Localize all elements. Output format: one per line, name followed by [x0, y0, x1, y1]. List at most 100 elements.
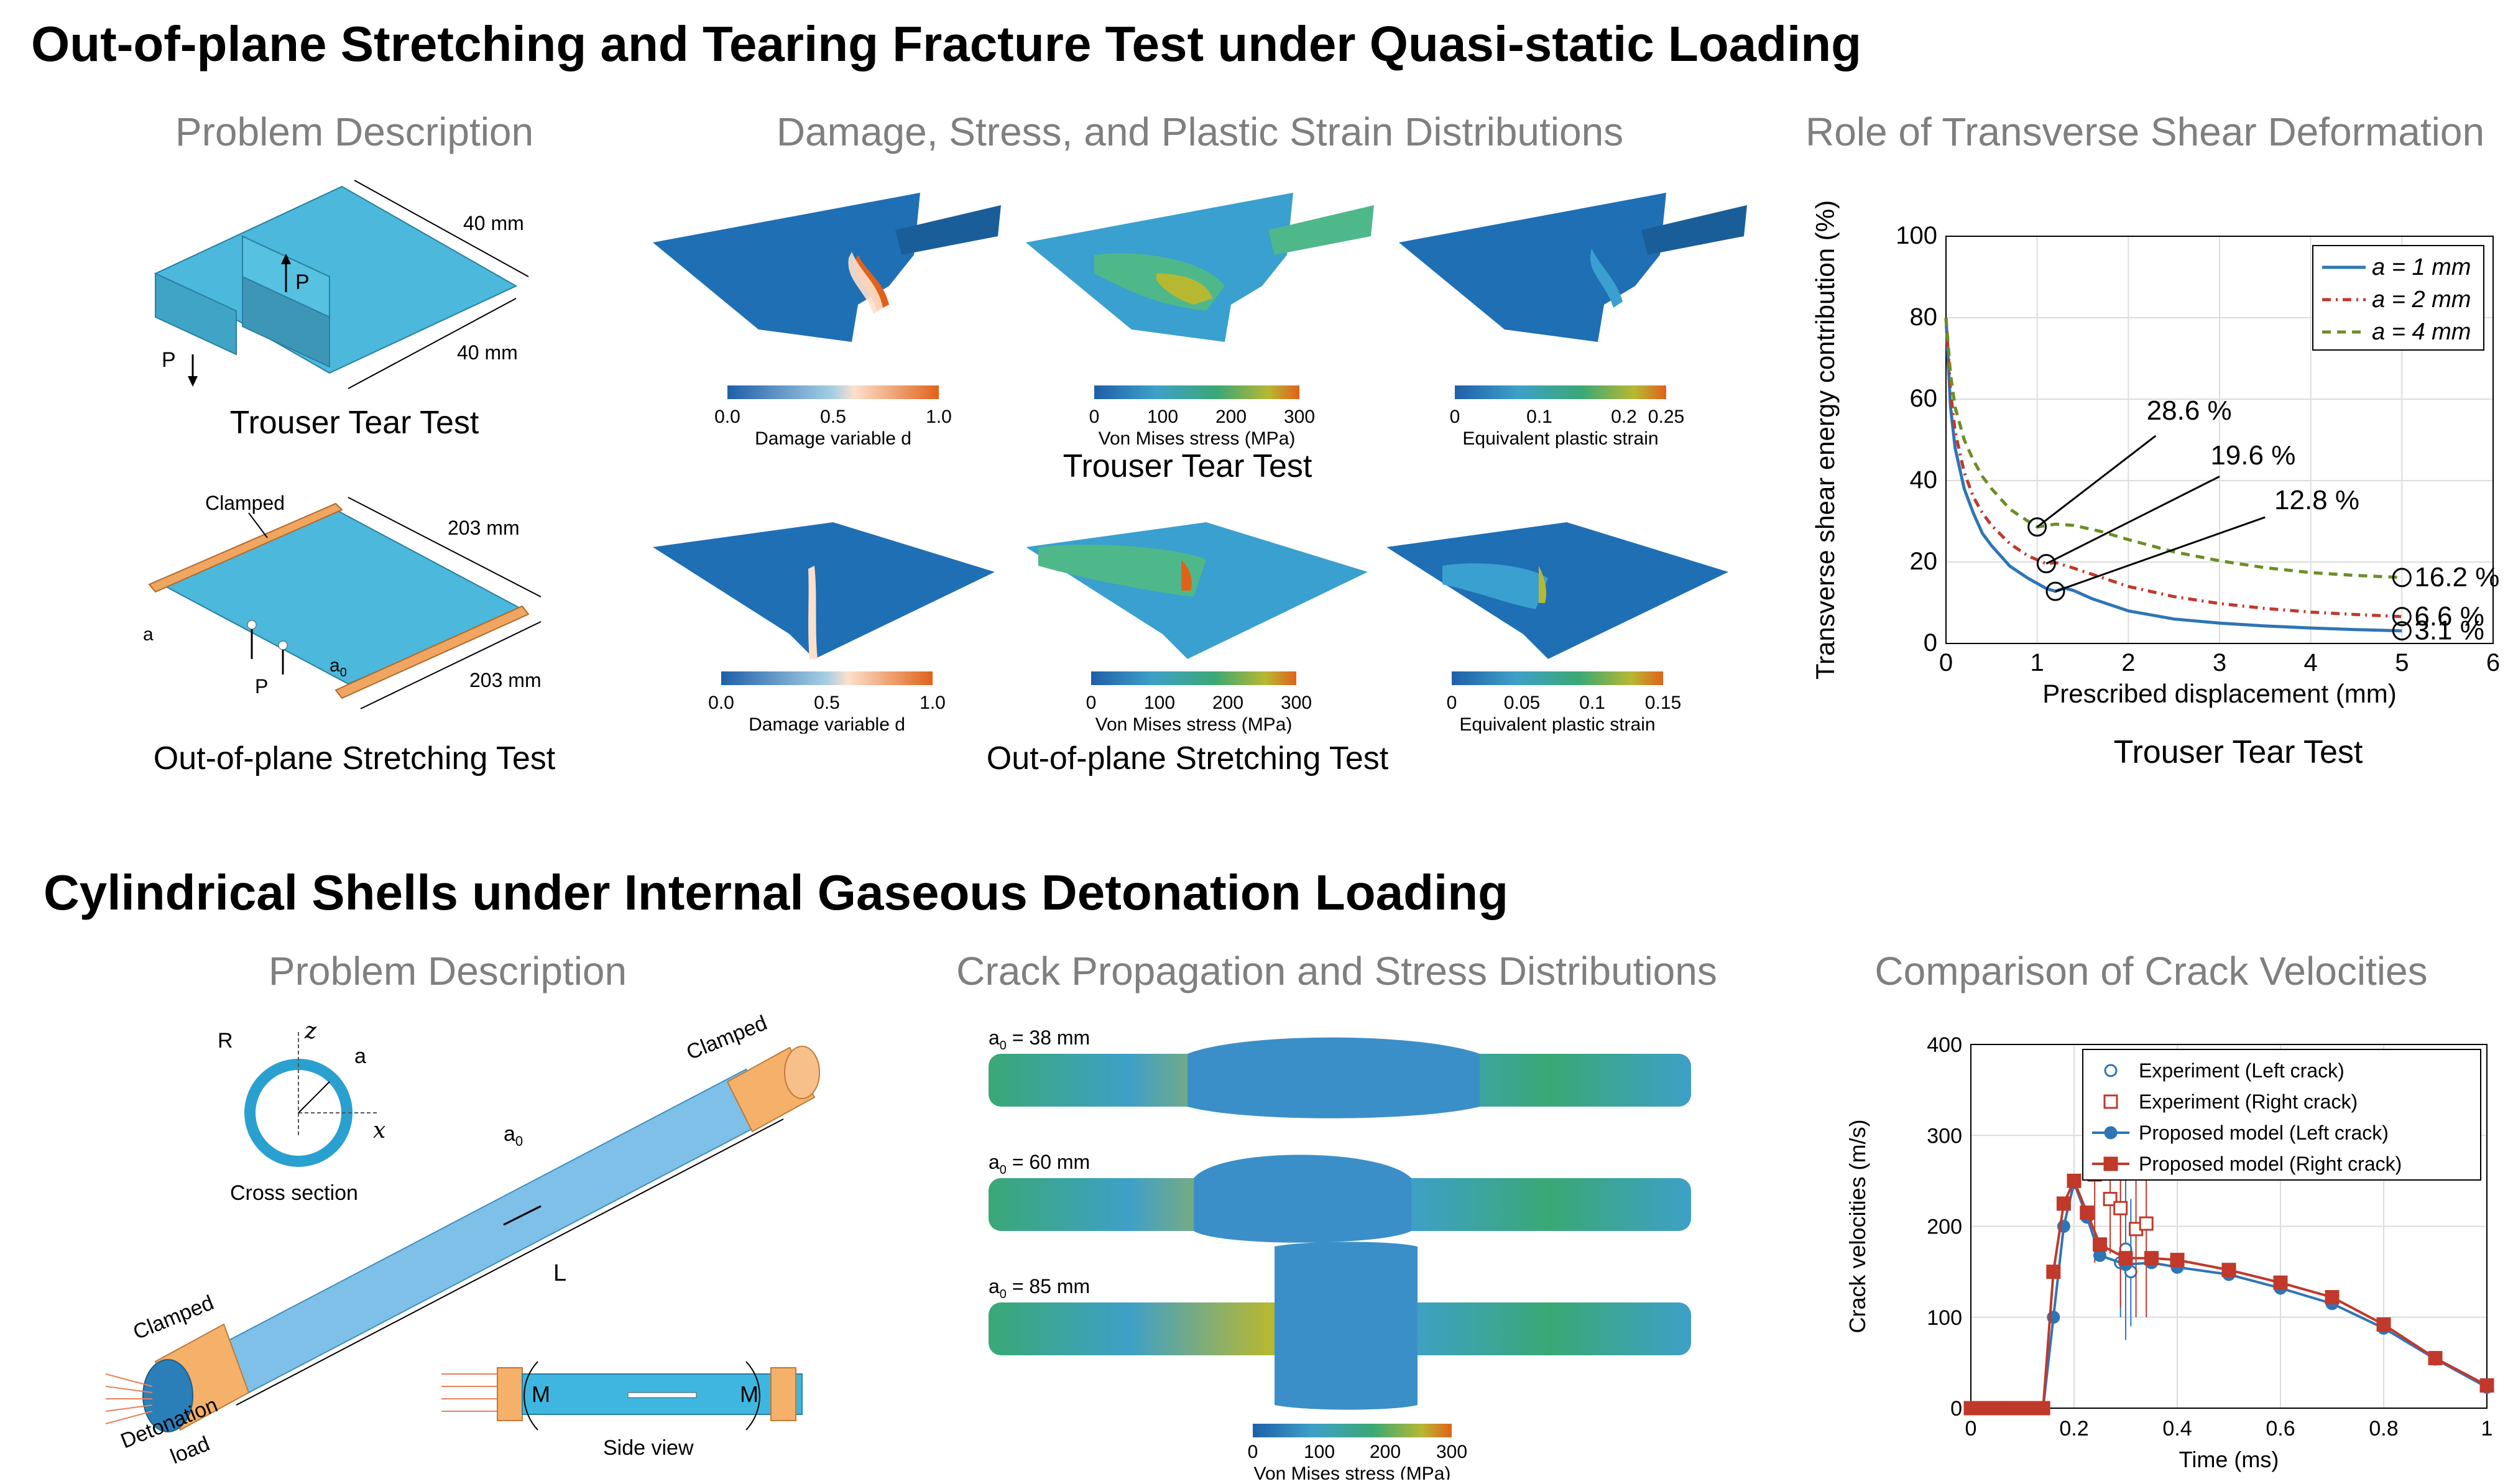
- trouser-strain-panel: [1399, 193, 1747, 342]
- trouser-damage-colorbar: 0.0 0.5 1.0 Damage variable d: [714, 385, 952, 449]
- legend-entry: a = 2 mm: [2372, 287, 2471, 313]
- cylinder-diagram: R z x a Cross section Clamped Clamped a0…: [105, 1013, 820, 1468]
- stretch-stress-panel: [1026, 522, 1368, 659]
- crack-colorbar: 0 100 200 300 Von Mises stress (MPa): [1248, 1424, 1467, 1480]
- legend: a = 1 mma = 2 mma = 4 mm: [2312, 245, 2484, 351]
- load-label-bottom: P: [162, 348, 176, 372]
- tick: 200: [1215, 407, 1247, 427]
- trouser-contour-panels: 0.0 0.5 1.0 Damage variable d 0 100 200 …: [653, 193, 1747, 449]
- crack-propagation-panels: a0 = 38 mm a0 = 60 mm a0 = 85 mm 0 100 2…: [989, 1026, 1691, 1480]
- data-point: [2325, 1290, 2340, 1305]
- role-caption: Trouser Tear Test: [2113, 734, 2363, 770]
- tick: 0: [1086, 693, 1097, 713]
- annotation-arrow: [2036, 435, 2157, 528]
- annotation-arrow: [2045, 476, 2220, 565]
- annotation-marker: [2392, 607, 2412, 627]
- trouser-damage-panel: [653, 193, 1001, 342]
- annotation-marker: [2027, 517, 2047, 537]
- tick: 0.5: [814, 693, 840, 713]
- stretch-damage-colorbar: 0.0 0.5 1.0 Damage variable d: [708, 671, 946, 734]
- legend-marker: [2103, 1094, 2118, 1109]
- colorbar-label: Equivalent plastic strain: [1462, 428, 1658, 449]
- stretch-stress-colorbar: 0 100 200 300 Von Mises stress (MPa): [1086, 671, 1312, 734]
- annotation-label: 3.1 %: [2414, 615, 2484, 646]
- x-tick-label: 0: [1939, 649, 1953, 676]
- tick: 0.1: [1526, 407, 1552, 427]
- trouser-strain-colorbar: 0 0.1 0.2 0.25 Equivalent plastic strain: [1450, 385, 1684, 449]
- trouser-dim-width: 40 mm: [463, 212, 524, 234]
- y-axis-label: Crack velocities (m/s): [1845, 1119, 1870, 1333]
- legend-entry: Proposed model (Left crack): [2139, 1122, 2389, 1144]
- side-view: M M Side view: [441, 1361, 803, 1460]
- series-line-2: [1944, 317, 2402, 619]
- series-line: [1971, 1178, 2488, 1409]
- problem-description-title: Problem Description: [175, 109, 534, 154]
- clamp-right: [334, 605, 530, 699]
- data-point: [2118, 1251, 2133, 1266]
- series-line-1: [1944, 317, 2402, 633]
- radius-label: R: [218, 1029, 233, 1053]
- data-point: [2144, 1251, 2159, 1266]
- cross-section: R z x a Cross section: [218, 1018, 385, 1205]
- stretch-a-label: a: [143, 624, 154, 645]
- legend-entry: Proposed model (Right crack): [2139, 1153, 2402, 1175]
- legend-entry: Experiment (Right crack): [2139, 1090, 2358, 1113]
- legend-marker: [2104, 1064, 2118, 1077]
- stretch-dim-width: 203 mm: [448, 517, 520, 539]
- x-tick-label: 0.4: [2162, 1417, 2192, 1440]
- x-tick-label: 1: [2031, 649, 2044, 676]
- y-tick-label: 100: [1927, 1306, 1962, 1330]
- tick: 200: [1370, 1442, 1401, 1462]
- data-point: [2103, 1192, 2118, 1207]
- y-tick-label: 60: [1910, 385, 1938, 412]
- x-tick-label: 0.8: [2369, 1417, 2398, 1440]
- tick: 1.0: [926, 407, 952, 427]
- legend-entry: a = 4 mm: [2372, 319, 2471, 345]
- tick: 0: [1248, 1442, 1258, 1462]
- stretch-load-label: P: [255, 675, 268, 698]
- tick: 100: [1144, 693, 1175, 713]
- y-tick-label: 20: [1910, 548, 1938, 575]
- trouser-dim-length: 40 mm: [457, 341, 518, 364]
- tick: 0.25: [1648, 407, 1684, 427]
- colorbar-label: Damage variable d: [749, 714, 905, 734]
- crack-length-label: a0: [504, 1122, 523, 1149]
- load-label-top: P: [295, 270, 310, 294]
- side-view-label: Side view: [603, 1436, 694, 1460]
- data-point: [2093, 1237, 2107, 1252]
- trouser-row-caption: Trouser Tear Test: [1063, 448, 1312, 484]
- y-tick-label: 0: [1924, 629, 1937, 657]
- x-tick-label: 0.6: [2266, 1417, 2295, 1440]
- tick: 0: [1089, 407, 1100, 427]
- annotation-label: 28.6 %: [2147, 395, 2232, 426]
- tick: 0: [1450, 407, 1460, 427]
- data-point: [2428, 1351, 2443, 1366]
- x-tick-label: 2: [2121, 649, 2135, 676]
- tick: 0.2: [1611, 407, 1637, 427]
- colorbar-label: Von Mises stress (MPa): [1099, 428, 1296, 449]
- annotation-marker: [2392, 621, 2412, 641]
- trouser-stress-panel: [1026, 193, 1374, 342]
- stretch-row-caption: Out-of-plane Stretching Test: [986, 740, 1389, 777]
- x-tick-label: 6: [2486, 649, 2500, 676]
- x-tick-label: 5: [2395, 649, 2409, 676]
- y-tick-label: 40: [1910, 466, 1938, 494]
- tick: 0.0: [708, 693, 734, 713]
- series-4: [1963, 1173, 2494, 1416]
- tick: 300: [1281, 693, 1312, 713]
- moment-left-label: M: [532, 1381, 550, 1407]
- colorbar-label: Equivalent plastic strain: [1459, 714, 1655, 734]
- stretching-caption: Out-of-plane Stretching Test: [153, 740, 556, 777]
- stretching-diagram: Clamped P a a0 203 mm 203 mm: [143, 492, 542, 709]
- y-tick-label: 100: [1896, 222, 1937, 249]
- transverse-shear-title: Role of Transverse Shear Deformation: [1805, 109, 2485, 154]
- thickness-label: a: [354, 1044, 366, 1068]
- tick: 0.5: [820, 407, 846, 427]
- tick: 300: [1436, 1442, 1467, 1462]
- annotation-label: 16.2 %: [2414, 562, 2499, 592]
- tick: 100: [1304, 1442, 1335, 1462]
- tick: 300: [1284, 407, 1315, 427]
- cylinder-body: [142, 1046, 820, 1432]
